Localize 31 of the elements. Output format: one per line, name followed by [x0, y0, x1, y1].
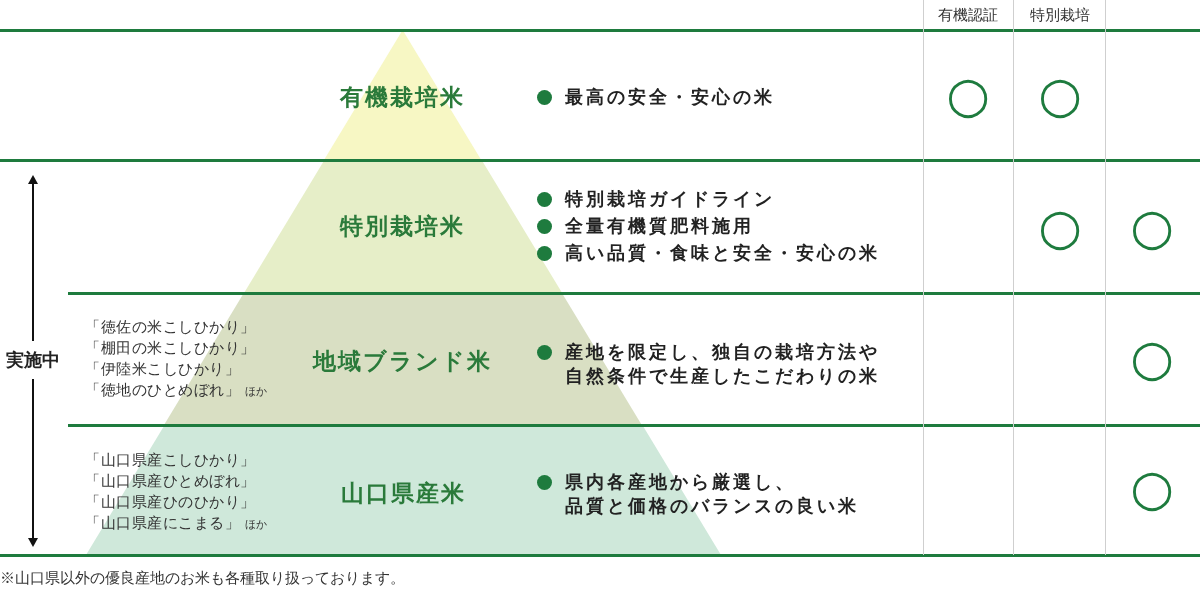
example-text: ほか [245, 385, 267, 397]
circle-mark: ○ [946, 70, 990, 120]
example-text: 「伊陸米こしひかり」 [85, 360, 240, 377]
column-header: 有機認証 [938, 5, 998, 25]
description-text: 高い品質・食味と安全・安心の米 [565, 242, 880, 265]
description-text: 最高の安全・安心の米 [565, 86, 775, 109]
example-text: 「山口県産こしひかり」 [85, 451, 256, 468]
pyramid-tier [243, 160, 563, 293]
tier-label: 地域ブランド米 [313, 347, 493, 375]
tier-label: 山口県産米 [340, 479, 466, 507]
circle-mark: ○ [1038, 202, 1082, 252]
tier-label: 特別栽培米 [340, 212, 466, 240]
arrow-label: 実施中 [6, 349, 60, 371]
example-text: 「徳佐の米こしひかり」 [85, 318, 256, 335]
circle-mark: ○ [1130, 202, 1174, 252]
circle-mark: ○ [1130, 463, 1174, 513]
circle-mark: ○ [1130, 333, 1174, 383]
example-text: 「徳地のひとめぼれ」 [85, 381, 240, 398]
example-text: 「山口県産ひとめぼれ」 [85, 472, 256, 489]
example-text: ほか [245, 518, 267, 530]
circle-mark: ○ [1038, 70, 1082, 120]
description-text: 県内各産地から厳選し、品質と価格のバランスの良い米 [565, 471, 860, 518]
description-text: 特別栽培ガイドライン [565, 188, 775, 211]
example-text: 「山口県産ひのひかり」 [85, 493, 256, 510]
example-text: 「棚田の米こしひかり」 [85, 339, 256, 356]
tier-label: 有機栽培米 [340, 83, 466, 111]
example-text: 「山口県産にこまる」 [85, 514, 240, 531]
footnote: ※山口県以外の優良産地のお米も各種取り扱っております。 [0, 568, 405, 588]
description-text: 全量有機質肥料施用 [565, 215, 754, 238]
column-header: 特別栽培 [1030, 5, 1090, 25]
description-text: 産地を限定し、独自の栽培方法や自然条件で生産したこだわりの米 [565, 341, 881, 388]
